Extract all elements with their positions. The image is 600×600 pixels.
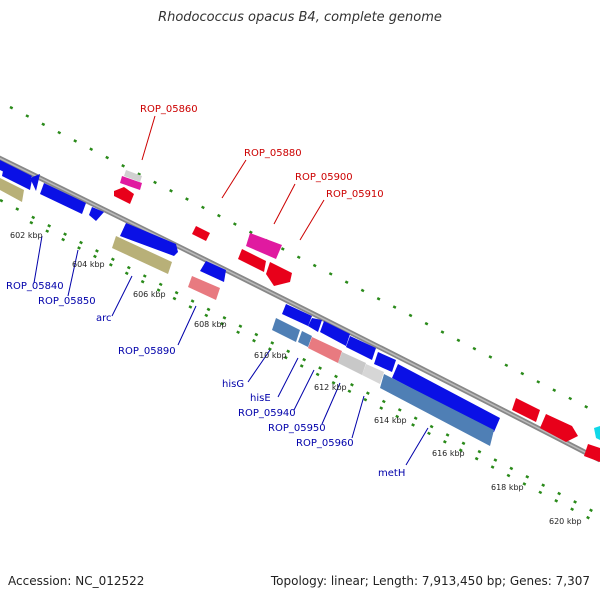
map-title: Rhodococcus opacus B4, complete genome [158, 10, 442, 25]
label-rop05860[interactable]: ROP_05860 [140, 104, 198, 115]
gene-blue[interactable] [320, 321, 350, 346]
gene-pink[interactable] [308, 337, 342, 363]
gene-red[interactable] [114, 187, 134, 204]
gene-blue[interactable] [2, 166, 32, 190]
label-rop05940[interactable]: ROP_05940 [238, 408, 296, 419]
outer-dotted-line [9, 105, 600, 416]
tick-618: 618 kbp [491, 483, 524, 492]
gene-blue-arrow[interactable] [374, 352, 396, 372]
label-metH[interactable]: metH [378, 468, 405, 479]
label-rop05890[interactable]: ROP_05890 [118, 346, 176, 357]
gene-blue[interactable] [120, 223, 178, 256]
label-hisE[interactable]: hisE [250, 393, 271, 404]
genome-summary-text: Topology: linear; Length: 7,913,450 bp; … [270, 574, 590, 588]
tick-labels: 602 kbp 604 kbp 606 kbp 608 kbp 610 kbp … [10, 231, 582, 526]
gene-red-arrow[interactable] [266, 262, 292, 286]
gene-blue[interactable] [200, 261, 226, 282]
gene-blue-arrow[interactable] [308, 318, 322, 332]
tick-608: 608 kbp [194, 320, 227, 329]
gene-silver[interactable] [338, 352, 366, 375]
label-rop05880[interactable]: ROP_05880 [244, 148, 302, 159]
tick-614: 614 kbp [374, 416, 407, 425]
gene-pink[interactable] [188, 276, 220, 300]
tick-602: 602 kbp [10, 231, 43, 240]
gene-olive[interactable] [0, 178, 24, 202]
gene-blue[interactable] [282, 304, 312, 326]
gene-blue[interactable] [392, 364, 500, 432]
label-rop05950[interactable]: ROP_05950 [268, 423, 326, 434]
genes[interactable] [0, 160, 600, 462]
track-guides [0, 105, 600, 526]
tick-606: 606 kbp [133, 290, 166, 299]
gene-steel[interactable] [380, 374, 494, 446]
gene-magenta[interactable] [246, 233, 282, 259]
tick-610: 610 kbp [254, 351, 287, 360]
gene-magenta[interactable] [120, 176, 142, 190]
label-leaders [33, 115, 429, 466]
gene-blue-arrow[interactable] [89, 207, 104, 221]
gene-blue-arrow[interactable] [30, 174, 40, 191]
label-rop05960[interactable]: ROP_05960 [296, 438, 354, 449]
gene-olive[interactable] [112, 236, 172, 274]
gene-silver[interactable] [362, 364, 384, 384]
middle-dotted-line [0, 198, 600, 517]
label-arc[interactable]: arc [96, 313, 112, 324]
gene-red[interactable] [584, 444, 600, 462]
tick-604: 604 kbp [72, 260, 105, 269]
tick-612: 612 kbp [314, 383, 347, 392]
gene-red[interactable] [238, 249, 266, 272]
inner-dotted-line [29, 220, 600, 526]
tick-620: 620 kbp [549, 517, 582, 526]
label-rop05840[interactable]: ROP_05840 [6, 281, 64, 292]
gene-labels[interactable]: ROP_05860 ROP_05880 ROP_05900 ROP_05910 … [6, 104, 405, 479]
label-rop05910[interactable]: ROP_05910 [326, 189, 384, 200]
tick-616: 616 kbp [432, 449, 465, 458]
gene-silver[interactable] [124, 170, 142, 182]
label-rop05850[interactable]: ROP_05850 [38, 296, 96, 307]
gene-steel[interactable] [272, 318, 300, 342]
genome-backbone [0, 155, 600, 463]
gene-red-arrow[interactable] [192, 226, 210, 241]
label-hisG[interactable]: hisG [222, 379, 244, 390]
gene-blue[interactable] [346, 336, 376, 360]
accession-text: Accession: NC_012522 [8, 574, 145, 588]
gene-red[interactable] [512, 398, 540, 422]
gene-steel[interactable] [298, 331, 312, 347]
gene-red-arrow[interactable] [540, 414, 578, 442]
gene-cyan[interactable] [594, 426, 600, 440]
gene-blue[interactable] [40, 183, 86, 214]
label-rop05900[interactable]: ROP_05900 [295, 172, 353, 183]
